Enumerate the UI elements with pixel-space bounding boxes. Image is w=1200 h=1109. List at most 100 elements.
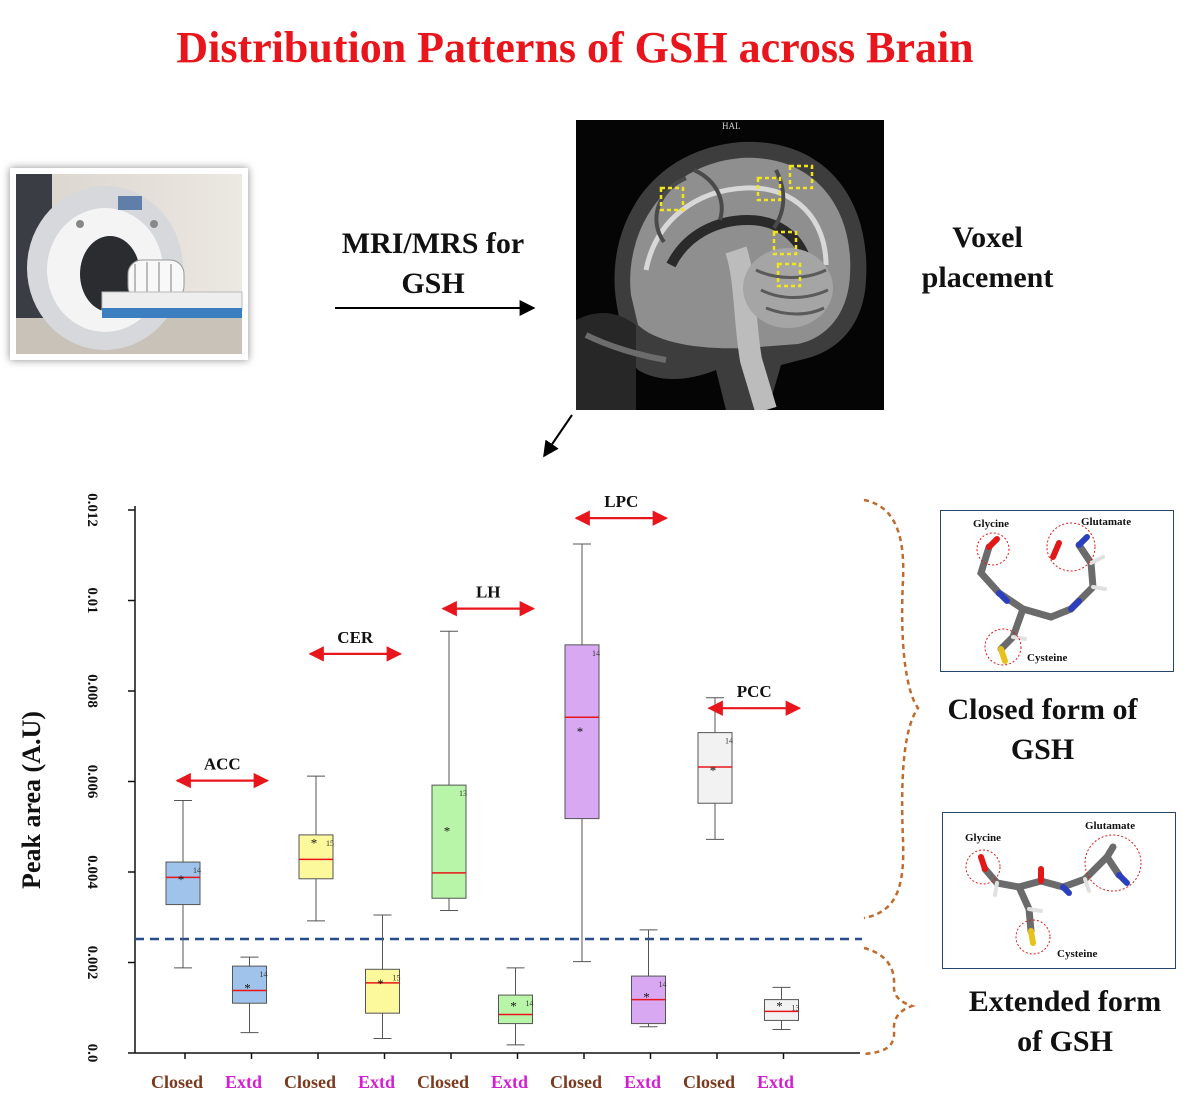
y-tick-label: 0.012 <box>84 493 100 527</box>
closed-form-molecule: Glycine Glutamate Cysteine <box>973 516 1131 666</box>
mean-marker: * <box>178 872 185 887</box>
x-category-label: Extd <box>225 1072 262 1092</box>
x-category-label: Closed <box>417 1072 469 1092</box>
x-category-label: Extd <box>491 1072 528 1092</box>
closed-cysteine-label: Cysteine <box>1027 652 1067 664</box>
sample-size-label: 14 <box>193 866 201 875</box>
y-axis-label: Peak area (A.U) <box>17 711 46 889</box>
closed-form-line1: Closed form of <box>947 693 1138 726</box>
closed-glycine-label: Glycine <box>973 518 1009 530</box>
closed-form-bracket <box>863 498 920 920</box>
sample-size-label: 15 <box>326 839 334 848</box>
box-body <box>498 994 533 1025</box>
sample-size-label: 14 <box>659 980 667 989</box>
extended-form-bracket <box>863 946 916 1056</box>
box-body <box>564 644 600 820</box>
figure-title: Distribution Patterns of GSH across Brai… <box>176 23 974 72</box>
group-cer: CER <box>308 628 403 662</box>
sample-size-label: 15 <box>393 973 401 982</box>
closed-glutamate-label: Glutamate <box>1081 516 1131 528</box>
mri-mrs-label-line2: GSH <box>401 267 465 300</box>
group-label: LH <box>476 583 501 602</box>
region-group-arrows: ACC CER LH LPC PCC <box>175 492 802 789</box>
x-category-label: Extd <box>757 1072 794 1092</box>
group-label: PCC <box>737 682 772 701</box>
box-acc-closed: * 14 <box>165 800 201 969</box>
y-tick-label: 0.002 <box>84 946 100 980</box>
mean-marker: * <box>244 980 251 995</box>
sample-size-label: 14 <box>592 649 600 658</box>
mean-marker: * <box>377 976 384 991</box>
voxel-cer <box>776 262 802 288</box>
box-body <box>365 968 400 1014</box>
box-lpc-extd: * 14 <box>631 929 667 1028</box>
extended-form-label: Extended form of GSH <box>935 982 1195 1062</box>
brain-mri-image: HAL <box>576 120 884 414</box>
group-pcc: PCC <box>707 682 802 716</box>
sample-size-label: 13 <box>792 1004 800 1013</box>
x-category-label: Closed <box>284 1072 336 1092</box>
voxel-lpc <box>788 164 814 190</box>
mean-marker: * <box>311 836 318 851</box>
group-lh: LH <box>441 583 536 617</box>
group-label: CER <box>337 628 374 647</box>
extended-glycine-label: Glycine <box>965 832 1001 844</box>
box-body <box>697 732 733 804</box>
box-lh-closed: *13 <box>431 630 467 911</box>
box-body <box>431 784 467 899</box>
x-category-label: Extd <box>358 1072 395 1092</box>
mean-marker: * <box>643 989 650 1004</box>
group-label: ACC <box>204 755 241 774</box>
y-tick-label: 0.01 <box>84 587 100 613</box>
mean-marker: * <box>510 998 517 1013</box>
voxel-placement-line2: placement <box>921 261 1054 294</box>
closed-form-molecule-panel: Glycine Glutamate Cysteine <box>940 510 1174 672</box>
mri-scanner-photo <box>10 168 248 360</box>
box-series: *14*14*15*15*13*14*14*14*14*13 <box>165 543 800 1046</box>
group-label: LPC <box>604 492 638 511</box>
group-acc: ACC <box>175 755 270 789</box>
closed-form-label: Closed form of GSH <box>920 690 1165 770</box>
mri-mrs-label-line1: MRI/MRS for <box>341 227 525 260</box>
box-body <box>764 999 799 1021</box>
mean-marker: * <box>444 823 451 838</box>
brain-sagittal-illustration: HAL <box>576 120 884 414</box>
voxel-placement-label: Voxel placement <box>900 218 1075 298</box>
mean-marker: * <box>710 763 717 778</box>
x-category-label: Closed <box>683 1072 735 1092</box>
x-axis-category-labels: Closed Extd Closed Extd Closed Extd Closed Extd… <box>151 1053 794 1092</box>
mean-marker: * <box>577 724 584 739</box>
box-body <box>298 834 334 880</box>
box-body <box>232 965 267 1004</box>
y-axis-ticks: 0.0 0.002 0.004 0.006 0.008 0.01 0.012 <box>84 493 135 1062</box>
box-cer-closed: * 15 <box>298 775 334 922</box>
x-category-label: Extd <box>624 1072 661 1092</box>
x-category-label: Closed <box>151 1072 203 1092</box>
extended-glutamate-label: Glutamate <box>1085 820 1135 832</box>
extended-form-line1: Extended form <box>968 985 1162 1018</box>
voxel-pcc <box>756 176 782 202</box>
y-tick-label: 0.0 <box>84 1044 100 1063</box>
box-cer-extd: * 15 <box>365 914 401 1040</box>
extended-form-line2: of GSH <box>1017 1025 1113 1058</box>
sample-size-label: 14 <box>526 999 534 1008</box>
mean-marker: * <box>776 998 783 1013</box>
voxel-acc <box>659 186 685 212</box>
box-acc-extd: *14 <box>232 956 268 1034</box>
y-tick-label: 0.008 <box>84 674 100 708</box>
mri-scanner-illustration <box>16 174 243 354</box>
y-tick-label: 0.004 <box>84 855 100 889</box>
box-pcc-closed: * 14 <box>697 697 733 840</box>
closed-form-line2: GSH <box>1010 733 1075 766</box>
voxel-placement-line1: Voxel <box>952 221 1023 254</box>
extended-form-molecule-panel: Glycine Glutamate Cysteine <box>942 812 1176 969</box>
y-tick-label: 0.006 <box>84 765 100 799</box>
mri-mrs-label: MRI/MRS for GSH <box>318 224 548 304</box>
brain-to-chart-arrow <box>543 414 573 458</box>
sample-size-label: 14 <box>725 737 733 746</box>
extended-form-molecule: Glycine Glutamate Cysteine <box>965 820 1142 960</box>
box-lh-extd: * 14 <box>498 967 534 1046</box>
box-pcc-extd: * 13 <box>764 986 800 1030</box>
x-category-label: Closed <box>550 1072 602 1092</box>
